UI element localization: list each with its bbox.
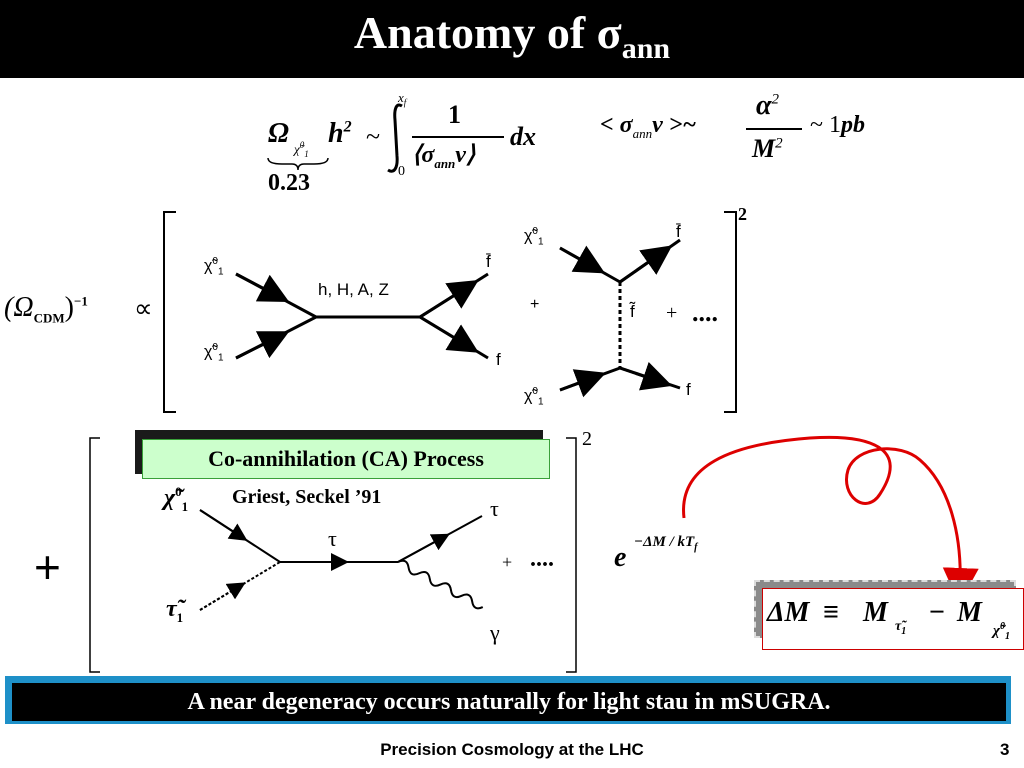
integral-sign xyxy=(387,103,403,173)
m-chi-sub: χ̃01 xyxy=(993,621,1010,642)
exp-base: e xyxy=(614,542,627,573)
equiv-symbol: ≡ xyxy=(823,597,839,628)
coannihilation-diagram: χ̃01 τ̃1 τ τ γ xyxy=(160,482,520,662)
title-text: Anatomy of σ xyxy=(353,7,622,58)
f-out: f xyxy=(496,350,501,369)
plus-more: + xyxy=(666,302,678,324)
reference-citation: Griest, Seckel ’91 xyxy=(232,486,382,508)
outer-exponent: 2 xyxy=(738,204,747,224)
ca-photon-out: γ xyxy=(490,620,500,645)
chi-in-bottom-2: χ̃01 xyxy=(524,386,544,408)
omega-symbol: Ω xyxy=(268,118,289,149)
omega-cdm-proportional: (ΩCDM)−1 ∝ xyxy=(2,286,172,336)
diagram-plus: + xyxy=(530,296,540,313)
title-subscript: ann xyxy=(621,32,671,65)
chi-in-top-2: χ̃01 xyxy=(524,226,544,248)
mass-squared: M2 xyxy=(752,134,783,163)
footer-title: Precision Cosmology at the LHC xyxy=(380,740,644,759)
page-number: 3 xyxy=(1000,740,1010,759)
estimate-value: ~ 1pb xyxy=(810,112,865,138)
cross-section-estimate: < σannv >~ α2 M2 ~ 1pb xyxy=(596,88,896,178)
proportional-symbol: ∝ xyxy=(134,294,153,323)
estimate-fraction-bar xyxy=(746,128,802,130)
chi-in-top: χ̃01 xyxy=(204,256,224,278)
h-squared: h2 xyxy=(328,118,352,149)
ca-label: Co-annihilation (CA) Process xyxy=(142,439,550,479)
minus-symbol: − xyxy=(929,597,945,628)
m-stau-sub: τ̃1 xyxy=(895,619,907,637)
exp-exponent: −ΔM / kTf xyxy=(634,534,698,553)
mediator-label: h, H, A, Z xyxy=(318,280,389,299)
ca-ellipsis: .... xyxy=(530,546,554,572)
m-stau: M xyxy=(863,597,888,628)
top-brackets xyxy=(163,211,737,413)
sfermion-label: f̃ xyxy=(630,302,635,321)
approx-symbol: ~ xyxy=(366,122,381,151)
sigma-v-average: < σannv >~ xyxy=(600,112,697,141)
ca-brackets xyxy=(89,437,577,673)
dx: dx xyxy=(510,122,536,151)
fraction-bar xyxy=(412,136,504,138)
ca-chi-in: χ̃01 xyxy=(164,484,189,514)
mass-gap-definition: ΔM ≡ M τ̃1 − M χ̃01 xyxy=(762,588,1024,650)
underbrace xyxy=(267,157,329,171)
ca-tau-mediator: τ xyxy=(328,526,337,551)
f-out-2: f xyxy=(686,380,691,399)
omega-value: 0.23 xyxy=(268,170,310,196)
ellipsis: .... xyxy=(692,298,718,327)
s-channel-diagram: χ̃01 χ̃01 h, H, A, Z f̄ f xyxy=(196,250,516,410)
delta-m: ΔM xyxy=(767,597,810,628)
conclusion-banner: A near degeneracy occurs naturally for l… xyxy=(12,683,1006,721)
fbar-out: f̄ xyxy=(486,252,491,271)
ca-plus-more: + xyxy=(502,552,513,572)
fraction-numerator: 1 xyxy=(448,100,461,129)
fraction-denominator: ⟨σannv⟩ xyxy=(412,142,476,171)
title-bar xyxy=(0,0,1024,78)
t-channel-diagram: χ̃01 χ̃01 f̃ f̄ f + .... xyxy=(520,222,760,418)
alpha-squared: α2 xyxy=(756,90,779,121)
ca-tau-out: τ xyxy=(490,496,499,521)
chi-subscript: χ̃01 xyxy=(294,140,309,159)
m-chi: M xyxy=(957,597,982,628)
big-plus: + xyxy=(34,541,61,593)
t-channel-lines xyxy=(559,238,681,398)
relic-density-formula: Ω χ̃01 h2 ~ xf 0 1 ⟨σannv⟩ dx 0.23 xyxy=(262,90,552,204)
red-loop-arrow xyxy=(682,435,979,596)
ca-stau-in: τ̃1 xyxy=(166,596,184,625)
ca-outer-exponent: 2 xyxy=(582,428,592,450)
fbar-out-2: f̄ xyxy=(676,222,681,241)
upper-limit: xf xyxy=(398,90,407,108)
ca-lines xyxy=(199,509,484,611)
lower-limit: 0 xyxy=(398,164,405,179)
chi-in-bottom: χ̃01 xyxy=(204,342,224,364)
slide-title: Anatomy of σann xyxy=(0,6,1024,66)
boltzmann-factor: e −ΔM / kTf xyxy=(612,534,752,574)
omega-cdm: (ΩCDM)−1 xyxy=(4,292,88,326)
s-channel-lines xyxy=(235,272,489,360)
